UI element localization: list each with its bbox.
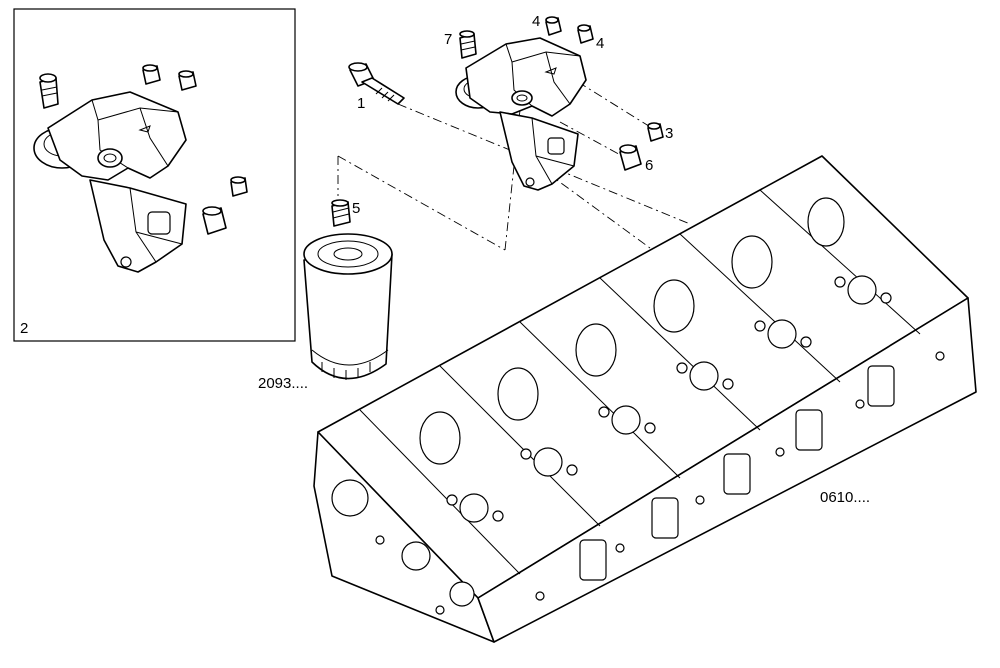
callout-3: 3 <box>665 125 673 142</box>
callout-7: 7 <box>444 31 452 48</box>
cap-part-4a <box>545 16 562 36</box>
filter-head-part <box>455 30 587 191</box>
oil-filter-cartridge <box>303 233 393 380</box>
cylinder-head-reference-label: 0610.... <box>820 489 870 506</box>
filter-reference-label: 2093.... <box>258 375 308 392</box>
valve-port-pattern <box>446 275 892 523</box>
nipple-part-5 <box>331 199 351 227</box>
bolt-part <box>348 62 405 105</box>
callout-5: 5 <box>352 200 360 217</box>
plug-part-3 <box>647 122 664 142</box>
callout-4a: 4 <box>532 13 540 30</box>
inset-filter-head-assembly <box>33 73 187 273</box>
inset-panel: 2 <box>13 8 296 342</box>
callout-6: 6 <box>645 157 653 174</box>
cylinder-head-block <box>313 155 977 643</box>
cap-part-4b <box>577 24 594 44</box>
callout-4b: 4 <box>596 35 604 52</box>
callout-2: 2 <box>20 320 28 337</box>
inset-caps <box>142 64 248 235</box>
callout-1: 1 <box>357 95 365 112</box>
plug-part-6 <box>619 144 642 171</box>
